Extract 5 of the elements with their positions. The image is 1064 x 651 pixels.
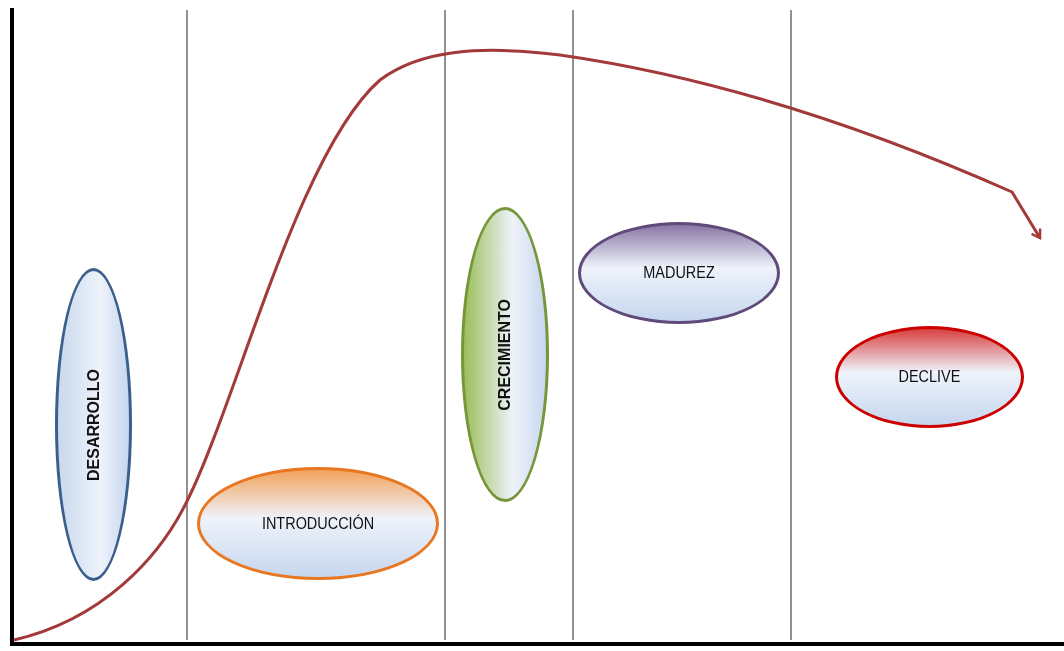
stage-label: MADUREZ bbox=[643, 263, 715, 283]
stage-label: DECLIVE bbox=[898, 367, 961, 387]
stage-label: INTRODUCCIÓN bbox=[261, 513, 375, 534]
stage-label: CRECIMIENTO bbox=[496, 298, 514, 411]
stage-label: DESARROLLO bbox=[84, 368, 103, 481]
